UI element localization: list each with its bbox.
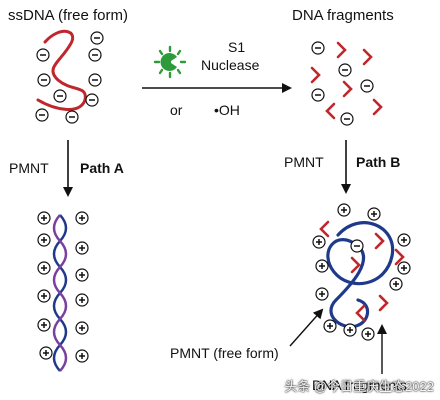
nuclease-label: Nuclease — [201, 57, 260, 73]
ssdna-strand — [36, 30, 87, 111]
fragments-bottom-label: DNA fragments — [312, 377, 407, 393]
fragments-top-label: DNA fragments — [292, 7, 394, 24]
pmnt-a-label: PMNT — [9, 160, 49, 176]
nuclease-icon — [153, 45, 187, 79]
oh-label: •OH — [214, 102, 240, 118]
pmnt-free-label: PMNT (free form) — [170, 345, 279, 361]
dna-strand-a — [52, 214, 68, 372]
ssdna-label: ssDNA (free form) — [8, 7, 129, 24]
pmnt-b-label: PMNT — [284, 154, 324, 170]
path-a-label: Path A — [80, 160, 124, 176]
or-label: or — [170, 102, 183, 118]
watermark: 头条 @今日重庆生态2022 — [284, 379, 434, 394]
pmnt-free-pointer — [289, 308, 324, 347]
dna-fragments-top — [310, 41, 383, 120]
dna-fragments-bound — [319, 220, 405, 322]
s1-label: S1 — [228, 39, 246, 55]
path-b-label: Path B — [356, 154, 401, 170]
